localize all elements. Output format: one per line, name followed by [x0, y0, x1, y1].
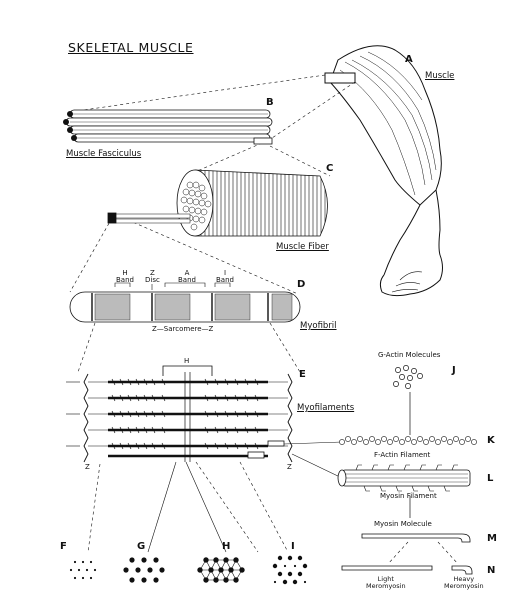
label-myosin-filament: Myosin Filament: [380, 492, 437, 500]
cross-section-f: [69, 560, 97, 580]
guide-lines: [69, 74, 356, 373]
letter-a: A: [405, 54, 413, 65]
letter-k: K: [487, 435, 495, 446]
letter-e: E: [299, 369, 306, 380]
label-a-band: A Band: [178, 269, 196, 284]
label-f-actin: F-Actin Filament: [374, 451, 431, 459]
cross-section-i: [272, 555, 308, 585]
label-muscle: Muscle: [425, 71, 455, 81]
diagram-title: SKELETAL MUSCLE: [68, 40, 194, 55]
muscle-fasciculus-illustration: [63, 109, 273, 145]
myofibril-illustration: [69, 282, 301, 323]
label-light-meromyosin: Light Meromyosin: [366, 575, 406, 590]
label-g-actin: G-Actin Molecules: [378, 351, 441, 359]
letter-l: L: [487, 473, 494, 484]
label-z-right: Z: [287, 463, 292, 471]
cross-section-h: [197, 557, 245, 583]
letter-h: H: [222, 541, 231, 552]
label-sarcomere: Z—Sarcomere—Z: [152, 325, 214, 333]
label-h: H: [184, 357, 190, 365]
label-myofibril: Myofibril: [300, 321, 337, 331]
label-h-band: H Band: [116, 269, 134, 284]
letter-j: J: [452, 365, 456, 376]
letter-f: F: [60, 541, 67, 552]
letter-c: C: [326, 163, 334, 174]
myofilaments-illustration: [66, 365, 293, 463]
myosin-split-lines: [387, 541, 459, 565]
label-fasciculus: Muscle Fasciculus: [66, 149, 142, 159]
label-heavy-meromyosin: Heavy Meromyosin: [444, 575, 484, 590]
label-myosin-molecule: Myosin Molecule: [374, 520, 432, 528]
letter-n: N: [487, 565, 496, 576]
letter-m: M: [487, 533, 497, 544]
cross-section-guides: [87, 441, 343, 553]
f-actin-filament: [339, 436, 477, 445]
label-myofilaments: Myofilaments: [297, 403, 355, 413]
cross-section-g: [123, 557, 165, 583]
myosin-molecule: [341, 533, 473, 575]
label-z-disc: Z Disc: [145, 269, 160, 284]
letter-i: I: [291, 541, 295, 552]
label-fiber: Muscle Fiber: [276, 242, 329, 252]
g-actin-molecules: [393, 365, 423, 389]
label-i-band: I Band: [216, 269, 234, 284]
label-z-left: Z: [85, 463, 90, 471]
arm-illustration: [324, 45, 443, 297]
muscle-fiber-illustration: [107, 169, 328, 237]
letter-b: B: [266, 97, 274, 108]
letter-d: D: [297, 279, 306, 290]
myosin-filament: [337, 464, 471, 492]
letter-g: G: [137, 541, 146, 552]
